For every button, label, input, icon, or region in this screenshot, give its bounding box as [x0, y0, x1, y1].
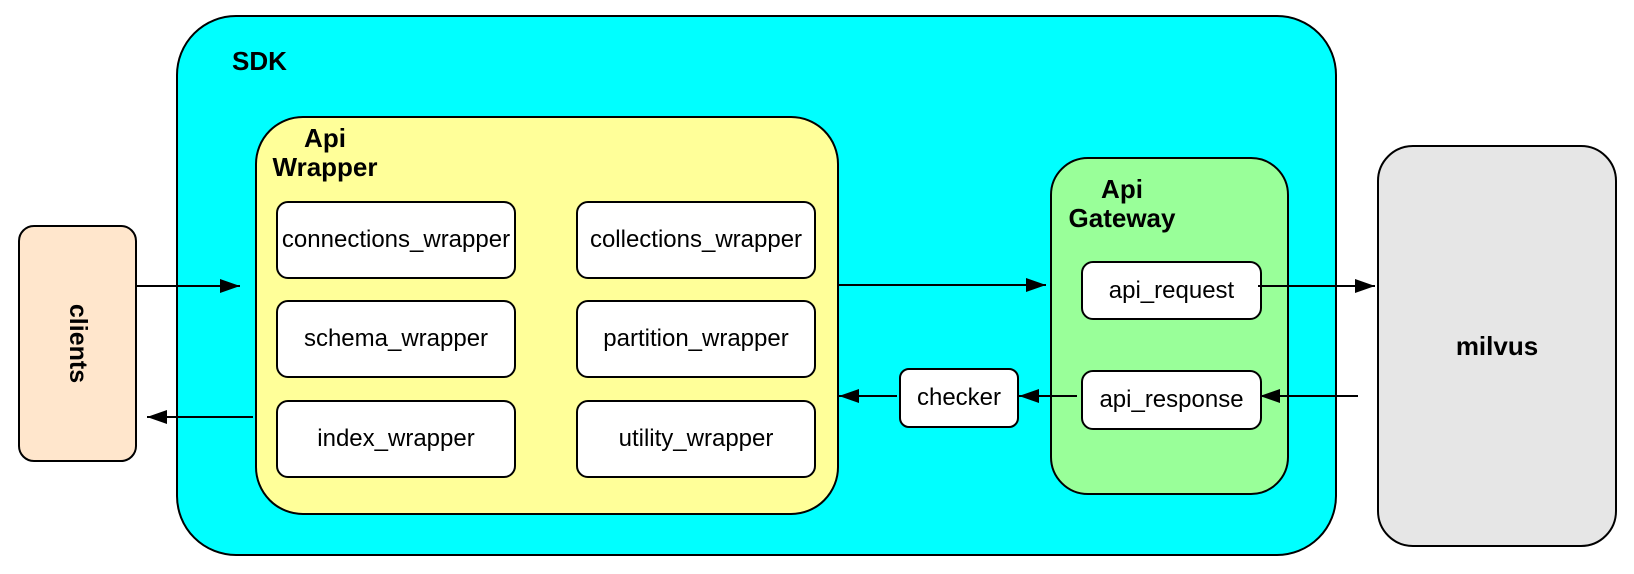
sdk-container: SDK Api Wrapper connections_wrapper coll… [176, 15, 1337, 556]
index-wrapper-label: index_wrapper [317, 425, 475, 452]
wrapper-box-collections: collections_wrapper [576, 201, 816, 279]
clients-label: clients [63, 303, 92, 384]
wrapper-box-partition: partition_wrapper [576, 300, 816, 378]
clients-node: clients [18, 225, 137, 462]
schema-wrapper-label: schema_wrapper [303, 325, 489, 352]
api-response-label: api_response [1099, 386, 1244, 413]
milvus-node: milvus [1377, 145, 1617, 547]
collections-wrapper-label: collections_wrapper [589, 226, 803, 253]
wrapper-box-connections: connections_wrapper [276, 201, 516, 279]
api-gateway-label: Api Gateway [1068, 174, 1176, 233]
wrapper-box-utility: utility_wrapper [576, 400, 816, 478]
wrapper-box-index: index_wrapper [276, 400, 516, 478]
checker-label: checker [916, 384, 1002, 411]
api-wrapper-label: Api Wrapper [272, 123, 378, 182]
milvus-label: milvus [1455, 330, 1539, 361]
wrapper-box-schema: schema_wrapper [276, 300, 516, 378]
utility-wrapper-label: utility_wrapper [618, 425, 774, 452]
partition-wrapper-label: partition_wrapper [603, 325, 789, 352]
api-wrapper-container: Api Wrapper connections_wrapper collecti… [255, 116, 839, 515]
api-gateway-container: Api Gateway api_request api_response [1050, 157, 1289, 495]
api-request-label: api_request [1108, 276, 1235, 304]
checker-node: checker [899, 368, 1019, 428]
connections-wrapper-label: connections_wrapper [281, 226, 511, 253]
api-response-node: api_response [1081, 370, 1262, 430]
sdk-label: SDK [232, 46, 287, 76]
api-request-node: api_request [1081, 261, 1262, 320]
